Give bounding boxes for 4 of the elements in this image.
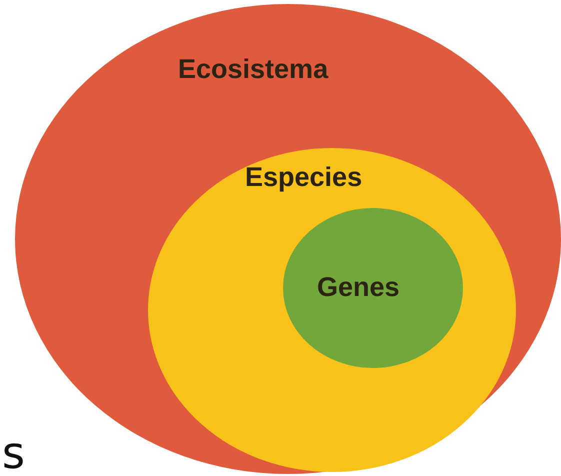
ellipse-label: Genes <box>317 272 400 303</box>
text-fragment: s <box>2 428 25 476</box>
ellipse-label: Especies <box>245 162 362 193</box>
ellipse-label: Ecosistema <box>178 54 328 85</box>
